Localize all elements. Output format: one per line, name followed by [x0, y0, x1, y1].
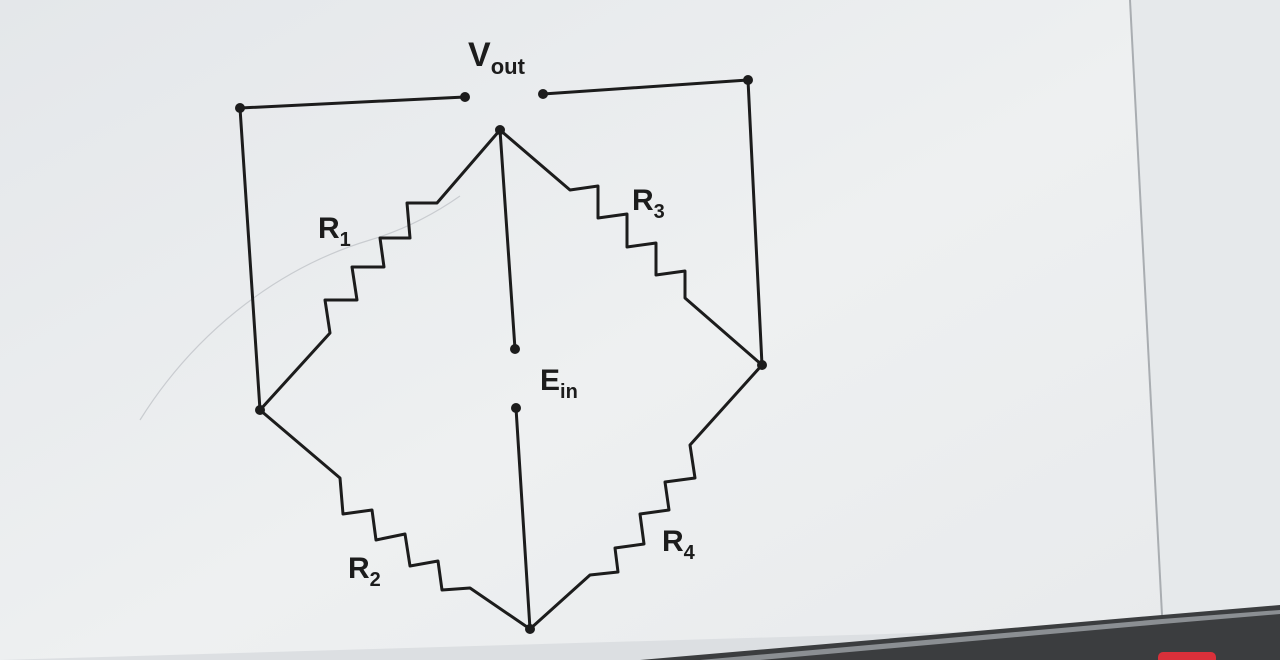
vout-left-terminal	[460, 92, 470, 102]
vout-right-terminal	[538, 89, 548, 99]
ein-upper-terminal	[510, 344, 520, 354]
ein-lower-terminal	[511, 403, 521, 413]
stray-mark	[139, 195, 461, 421]
resistor-r3	[498, 128, 764, 367]
corner-node-top-left	[235, 103, 245, 113]
bottom-node	[525, 624, 535, 634]
ein-label: Ein	[540, 364, 578, 403]
resistor-r1	[258, 128, 502, 412]
r3-label: R3	[632, 184, 665, 223]
monitor-bezel	[640, 605, 1280, 660]
r4-label: R4	[662, 525, 696, 564]
red-indicator	[1158, 652, 1216, 660]
r2-label: R2	[348, 552, 381, 591]
right-node	[757, 360, 767, 370]
resistor-r4	[528, 363, 764, 631]
r1-label: R1	[318, 212, 351, 251]
top-node	[495, 125, 505, 135]
side-panel	[1130, 0, 1280, 615]
screen-page	[0, 0, 1162, 660]
ein-lower-wire	[514, 406, 532, 631]
left-node	[255, 405, 265, 415]
bezel-highlight	[700, 610, 1280, 660]
vout-label: Vout	[468, 36, 526, 79]
resistor-r2	[258, 408, 532, 631]
ein-upper-wire	[498, 128, 517, 351]
panel-divider	[1129, 0, 1163, 616]
corner-node-top-right	[743, 75, 753, 85]
